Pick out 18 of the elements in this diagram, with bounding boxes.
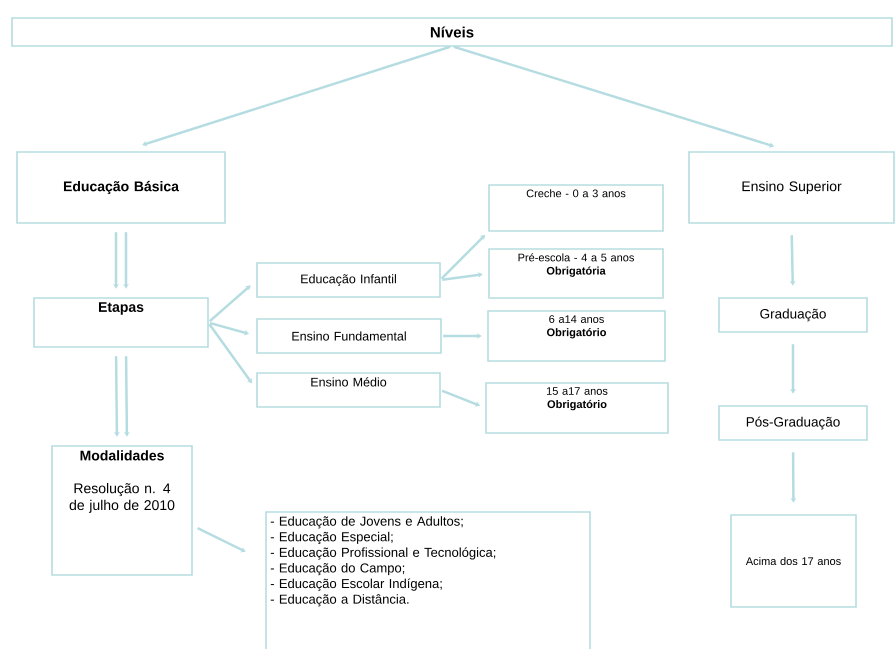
degree-box: Pós-Graduação <box>718 405 868 441</box>
heading-box: Níveis <box>11 17 893 47</box>
degree-box: Graduação <box>718 297 868 333</box>
stage-box: Educação Infantil <box>256 262 441 298</box>
arrow <box>440 234 486 280</box>
age-box: Creche - 0 a 3 anos <box>488 184 664 232</box>
level-box: Educação Básica <box>16 151 226 224</box>
modality-box: Modalidades Resolução n. 4 de julho de 2010 <box>51 445 193 576</box>
age-box: Pré-escola - 4 a 5 anos Obrigatória <box>488 248 664 299</box>
stage-box: Ensino Médio <box>256 372 441 408</box>
stage-box: Ensino Fundamental <box>256 318 442 354</box>
age-box: 6 a14 anos Obrigatório <box>487 310 666 362</box>
list-box: - Educação de Jovens e Adultos; - Educação Especial; - Educação Profissional e Tecnológica; - Educação do Campo; - Educação Escolar Indígena; - Educação a Distância. <box>265 511 591 649</box>
arrow <box>208 285 251 322</box>
stage-box: Etapas <box>33 297 209 348</box>
age-box: Acima dos 17 anos <box>730 514 857 608</box>
age-box: 15 a17 anos Obrigatório <box>485 382 669 434</box>
level-box: Ensino Superior <box>688 151 895 224</box>
